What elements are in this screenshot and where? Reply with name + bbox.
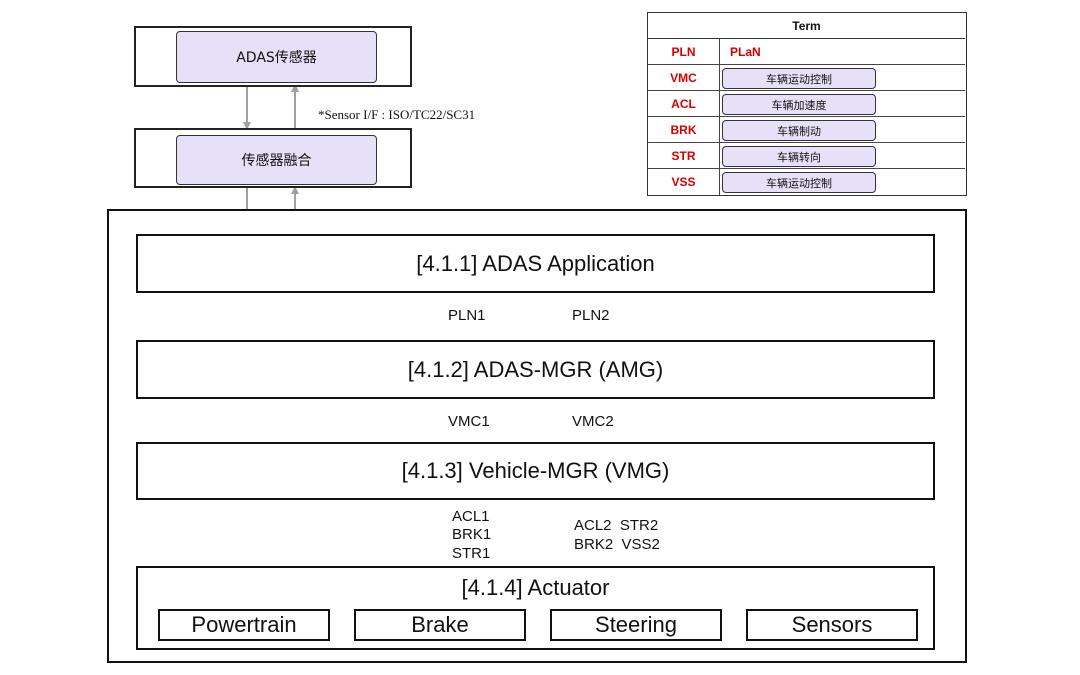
signal-brk1: BRK1 [452,526,492,543]
term-meaning: 车辆运动控制 [722,68,876,89]
term-meaning-text: 车辆运动控制 [766,72,832,86]
subsystem-steering: Steering [550,609,722,641]
term-meaning-text: 车辆加速度 [771,98,827,112]
term-meaning-text: 车辆运动控制 [766,176,832,190]
term-row-str: STR 车辆转向 [648,143,965,169]
layer-adas-application: [4.1.1] ADAS Application [136,234,935,293]
subsystem-powertrain: Powertrain [158,609,330,641]
layer-vehicle-mgr-label: [4.1.3] Vehicle-MGR (VMG) [401,458,670,483]
sensor-fusion-label-box: 传感器融合 [176,135,377,185]
subsystem-brake-label: Brake [411,612,469,637]
term-meaning: 车辆加速度 [722,94,876,115]
term-abbr: ACL [648,91,720,116]
signal-acl1: ACL1 [452,508,490,525]
signal-pln1: PLN1 [448,307,486,324]
term-abbr: PLN [648,39,720,64]
term-meaning: 车辆运动控制 [722,172,876,193]
term-row-brk: BRK 车辆制动 [648,117,965,143]
signal-acl2-str2: ACL2 STR2 [574,517,659,534]
signal-vmc2: VMC2 [572,413,614,430]
sensor-interface-note: *Sensor I/F : ISO/TC22/SC31 [318,107,476,122]
term-meaning-text: 车辆制动 [777,124,821,138]
term-row-vmc: VMC 车辆运动控制 [648,65,965,91]
signal-str1: STR1 [452,545,491,562]
term-abbr: BRK [648,117,720,142]
term-meaning: PLaN [730,45,761,59]
term-meaning: 车辆转向 [722,146,876,167]
layer-actuator: [4.1.4] Actuator Powertrain Brake Steeri… [136,566,935,650]
term-table-header: Term [648,13,965,39]
adas-sensor-block: ADAS传感器 [134,26,412,87]
layer-adas-mgr-label: [4.1.2] ADAS-MGR (AMG) [407,356,664,382]
actuator-title: [4.1.4] Actuator [461,575,610,600]
term-row-vss: VSS 车辆运动控制 [648,169,965,195]
subsystem-brake: Brake [354,609,526,641]
term-meaning-text: 车辆转向 [777,150,821,164]
adas-sensor-label-box: ADAS传感器 [176,31,377,83]
signal-pln2: PLN2 [572,307,610,324]
signal-vmc1: VMC1 [448,413,490,430]
layer-vehicle-mgr: [4.1.3] Vehicle-MGR (VMG) [136,442,935,500]
term-header-label: Term [792,18,821,33]
sensor-fusion-label: 传感器融合 [241,153,312,169]
term-row-pln: PLN PLaN [648,39,965,65]
layer-adas-mgr: [4.1.2] ADAS-MGR (AMG) [136,340,935,399]
subsystem-steering-label: Steering [595,612,677,637]
term-row-acl: ACL 车辆加速度 [648,91,965,117]
subsystem-sensors: Sensors [746,609,918,641]
signal-brk2-vss2: BRK2 VSS2 [574,536,660,553]
term-abbr: VMC [648,65,720,90]
sensor-fusion-block: 传感器融合 [134,128,412,188]
term-abbr: VSS [648,169,720,195]
term-abbr: STR [648,143,720,168]
adas-sensor-label: ADAS传感器 [236,50,317,66]
subsystem-sensors-label: Sensors [791,612,873,637]
term-meaning: 车辆制动 [722,120,876,141]
term-table: Term PLN PLaN VMC 车辆运动控制 ACL 车辆加速度 BRK 车… [647,12,967,196]
subsystem-powertrain-label: Powertrain [191,612,297,637]
layer-adas-application-label: [4.1.1] ADAS Application [416,250,655,276]
